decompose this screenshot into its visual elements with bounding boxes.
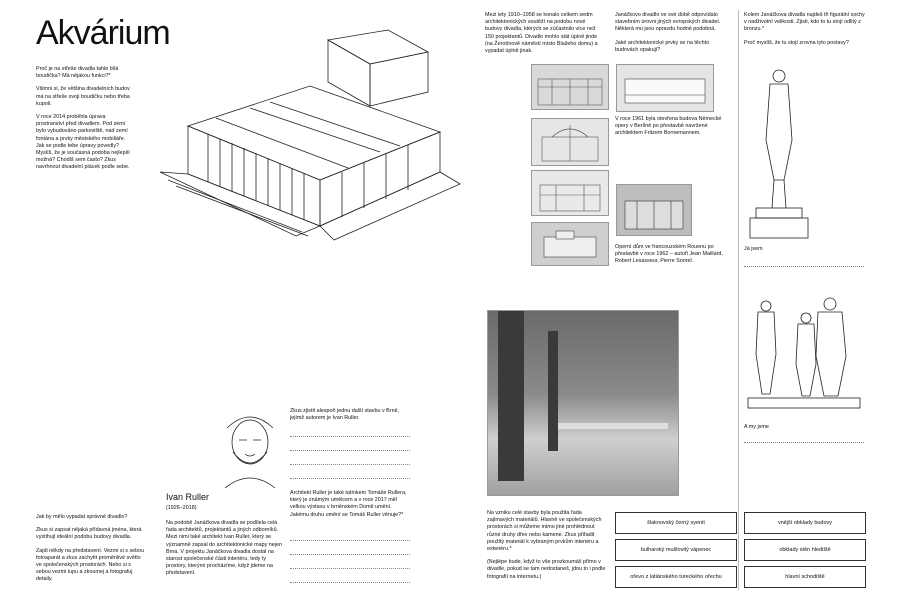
answer-line xyxy=(744,266,864,267)
materials-intro: Na vzniku celé stavby byla použita řada … xyxy=(487,510,602,553)
answer-line xyxy=(290,478,410,479)
answer-line xyxy=(290,450,410,451)
answer-line xyxy=(290,464,410,465)
building-drawing xyxy=(159,29,461,241)
material-box[interactable]: šlaknovský černý syenit xyxy=(615,512,737,534)
photo-tip: Zajdi někdy na představení. Vezmi si s s… xyxy=(36,547,145,583)
element-box[interactable]: hlavní schodiště xyxy=(744,566,866,588)
comparison-text: Janáčkovo divadlo ve své době odpovídalo… xyxy=(615,12,733,60)
berlin-opera-photo xyxy=(616,64,714,112)
square-text: V roce 2014 proběhla úprava prostranství… xyxy=(36,114,130,171)
answer-line xyxy=(290,568,410,569)
ideal-adjectives: Zkus si zapsat nějaká přídavná jména, kt… xyxy=(36,527,142,541)
ruller-question-2: Architekt Ruller je také tatínkem Tomáše… xyxy=(290,490,407,518)
materials-text: Na vzniku celé stavby byla použita řada … xyxy=(487,510,607,587)
statues-question: Kolem Janáčkova divadla najdeš tři figur… xyxy=(744,12,865,33)
ruller-bio: Na podobě Janáčkova divadla se podílela … xyxy=(166,520,282,577)
comparison-question: Jaké architektonické prvky se na těchto … xyxy=(615,39,710,53)
ruller-question-1: Zkus zjistit alespoň jednu další stavbu … xyxy=(290,408,400,422)
competition-text: Mezi lety 1910–1958 se konalo celkem sed… xyxy=(485,12,598,55)
column-divider xyxy=(738,10,739,590)
rouen-opera-caption: Operní dům ve francouzském Rouenu po pře… xyxy=(615,244,723,265)
building-photo-4 xyxy=(531,222,609,266)
building-photo-2 xyxy=(531,118,609,166)
ruller-portrait xyxy=(224,416,276,488)
answer-line xyxy=(290,582,410,583)
element-box[interactable]: obklady stěn hlediště xyxy=(744,539,866,561)
building-photo-3 xyxy=(531,170,609,216)
answer-line xyxy=(290,540,410,541)
answer-line xyxy=(290,554,410,555)
ideal-question: Jak by mělo vypadat správné divadlo? xyxy=(36,514,128,520)
statue-drawing-2 xyxy=(747,297,861,409)
material-box[interactable]: ořevo z latiánského tureckého ořechu xyxy=(615,566,737,588)
berlin-opera-caption: V roce 1961 byla otevřena budova Německé… xyxy=(615,116,722,137)
page-title: Akvárium xyxy=(36,14,171,52)
left-intro: Proč je na střeše divadla tahle bílá bou… xyxy=(36,66,134,178)
roof-note: Všimni si, že většina divadelních budov … xyxy=(36,86,130,107)
comparison-p1: Janáčkovo divadlo ve své době odpovídalo… xyxy=(615,12,721,33)
statues-why: Proč myslíš, že tu stojí zrovna tyto pos… xyxy=(744,39,849,46)
answer-line xyxy=(290,436,410,437)
rouen-opera-photo xyxy=(616,184,692,236)
ideal-theatre-text: Jak by mělo vypadat správné divadlo? Zku… xyxy=(36,514,146,590)
building-photo-1 xyxy=(531,64,609,110)
statue-drawing-1 xyxy=(749,69,809,239)
statues-text: Kolem Janáčkova divadla najdeš tři figur… xyxy=(744,12,866,53)
answer-line xyxy=(744,442,864,443)
element-box[interactable]: vnější obklady budovy xyxy=(744,512,866,534)
question-roof: Proč je na střeše divadla tahle bílá bou… xyxy=(36,66,119,80)
material-box[interactable]: bulharský mušlovitý vápenec xyxy=(615,539,737,561)
materials-note: (Nejlépe bude, když to vše prozkoumáš př… xyxy=(487,559,606,580)
interior-photo xyxy=(487,310,679,496)
ruller-name: Ivan Ruller xyxy=(166,492,210,502)
label-i-am: Já jsem xyxy=(744,246,763,252)
label-we-are: A my jsme xyxy=(744,424,769,430)
ruller-years: (1926–2018) xyxy=(166,505,197,511)
